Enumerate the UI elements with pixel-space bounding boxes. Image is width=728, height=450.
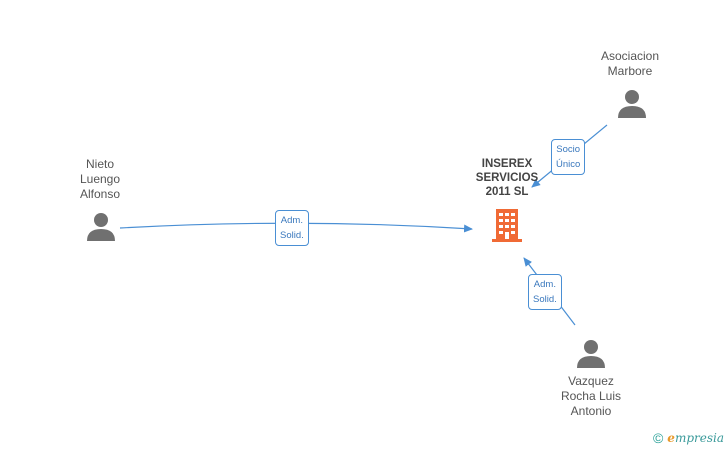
person-icon[interactable] (576, 338, 606, 368)
person-label-nieto: Nieto Luengo Alfonso (79, 157, 121, 201)
person-icon[interactable] (86, 211, 116, 241)
person-label-asociacion: Asociacion Marbore (600, 49, 660, 78)
copyright-symbol: © (652, 430, 664, 446)
building-icon[interactable] (490, 207, 524, 243)
brand-logo: empresia (667, 431, 724, 445)
person-icon[interactable] (617, 88, 647, 118)
edge-label-vazquez-role[interactable]: Adm. Solid. (528, 274, 562, 310)
person-label-vazquez: Vazquez Rocha Luis Antonio (560, 374, 622, 418)
edge-label-asociacion-role[interactable]: Socio Único (551, 139, 586, 175)
watermark: © empresia (653, 430, 724, 446)
company-name-label: INSEREX SERVICIOS 2011 SL (475, 158, 539, 198)
edge-label-nieto-role[interactable]: Adm. Solid. (275, 210, 309, 246)
